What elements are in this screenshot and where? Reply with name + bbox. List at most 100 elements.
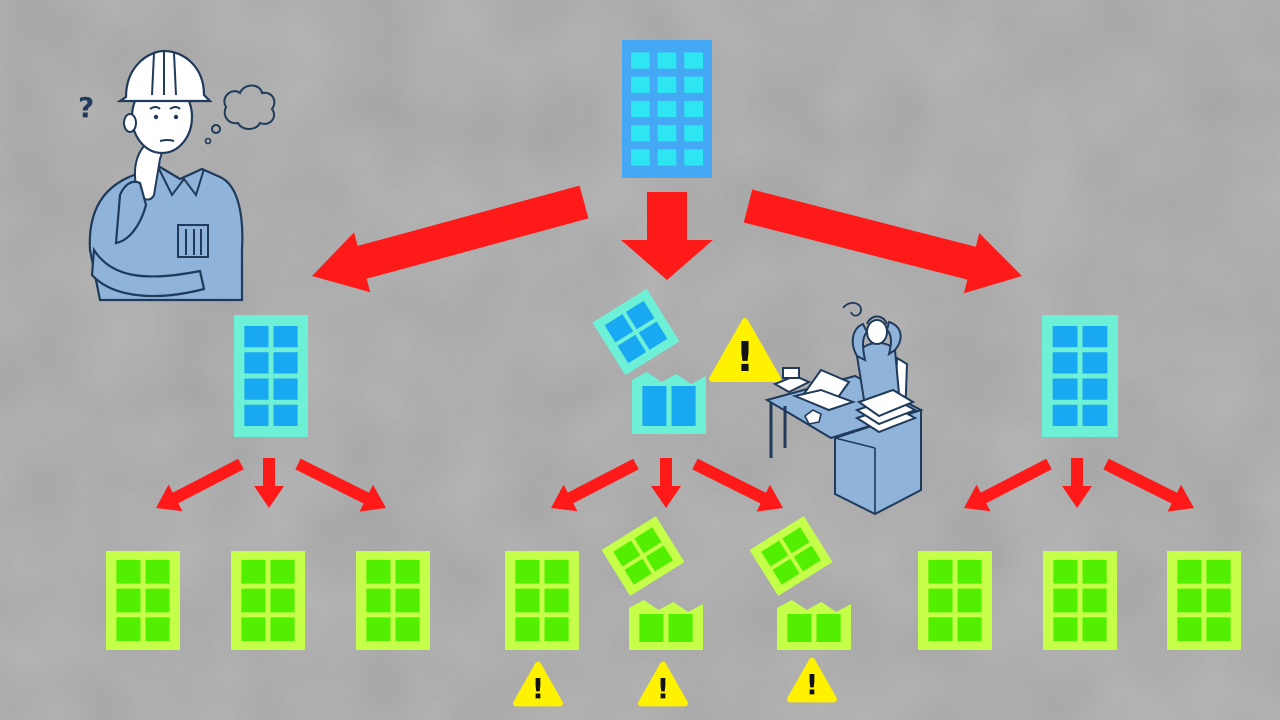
- building-window: [657, 76, 677, 93]
- building-window: [1206, 617, 1231, 642]
- building-window: [638, 321, 668, 350]
- building-window: [116, 559, 141, 584]
- worker-collar: [157, 166, 205, 198]
- building-window: [270, 559, 295, 584]
- building-window: [1082, 378, 1108, 400]
- building-window: [244, 378, 269, 400]
- arrow-mid-center-to-leaf-4: [551, 458, 639, 512]
- building-window: [928, 617, 953, 642]
- building-leaf-4: [505, 551, 579, 650]
- building-window: [273, 325, 298, 348]
- arrow-root-to-mid-center: [621, 192, 713, 280]
- building-window: [366, 617, 391, 642]
- broken-building-top: [601, 516, 685, 596]
- building-window: [1177, 559, 1202, 584]
- building-leaf-1: [106, 551, 180, 650]
- building-window: [684, 76, 703, 93]
- building-window: [657, 100, 677, 118]
- building-window: [928, 588, 953, 613]
- building-window: [761, 540, 789, 567]
- question-mark-icon: ?: [78, 91, 94, 124]
- building-window: [544, 559, 569, 584]
- building-window: [1053, 559, 1078, 584]
- building-window: [366, 588, 391, 613]
- warning-exclamation: !: [736, 333, 755, 381]
- building-window: [671, 386, 696, 426]
- worker-arm: [90, 246, 206, 298]
- building-window: [631, 76, 650, 93]
- building-window: [957, 617, 982, 642]
- building-leaf-2: [231, 551, 305, 650]
- arrow-mid-left-to-leaf-3: [295, 458, 386, 512]
- building-window: [241, 588, 266, 613]
- warning-triangle-icon-mid-center: !: [709, 317, 781, 383]
- building-window: [684, 149, 703, 166]
- building-window: [515, 559, 540, 584]
- building-window: [244, 325, 269, 348]
- arrow-mid-right-to-leaf-8: [1062, 458, 1092, 508]
- building-window: [639, 614, 664, 642]
- worker-pocket: [177, 224, 209, 258]
- building-window: [604, 314, 634, 343]
- building-window: [395, 617, 420, 642]
- building-window: [657, 125, 677, 142]
- building-window: [631, 52, 650, 69]
- building-leaf-3: [356, 551, 430, 650]
- stressed-office-worker-icon: [764, 302, 924, 516]
- building-window: [270, 588, 295, 613]
- building-window: [395, 559, 420, 584]
- arrow-root-to-mid-left: [312, 185, 589, 293]
- building-window: [816, 614, 841, 642]
- building-window: [544, 588, 569, 613]
- arrows-layer: [156, 185, 1194, 512]
- building-window: [1177, 617, 1202, 642]
- buildings-layer: [106, 40, 1241, 650]
- building-window: [116, 588, 141, 613]
- building-window: [1053, 588, 1078, 613]
- building-window: [1082, 352, 1108, 374]
- building-window: [116, 617, 141, 642]
- building-window: [684, 52, 703, 69]
- building-window: [273, 378, 298, 400]
- building-window: [145, 559, 170, 584]
- building-window: [1053, 617, 1078, 642]
- building-window: [1052, 404, 1078, 427]
- broken-building-top: [592, 288, 680, 376]
- building-window: [1082, 404, 1108, 427]
- building-window: [787, 614, 812, 642]
- building-leaf-8: [1043, 551, 1117, 650]
- building-window: [793, 545, 821, 572]
- building-window: [241, 559, 266, 584]
- building-window: [617, 334, 647, 364]
- worker-raised-arm: [114, 180, 148, 245]
- building-leaf-9: [1167, 551, 1241, 650]
- building-window: [1206, 559, 1231, 584]
- building-window: [625, 300, 655, 330]
- building-window: [957, 588, 982, 613]
- building-window: [515, 617, 540, 642]
- building-window: [1082, 325, 1108, 348]
- building-window: [928, 559, 953, 584]
- building-window: [270, 617, 295, 642]
- warning-triangle-icon-leaf-6: !: [787, 657, 837, 703]
- building-window: [366, 559, 391, 584]
- building-window: [395, 588, 420, 613]
- building-window: [1082, 559, 1107, 584]
- building-window: [642, 386, 667, 426]
- building-window: [1206, 588, 1231, 613]
- building-window: [1052, 352, 1078, 374]
- building-window: [657, 52, 677, 69]
- building-window: [244, 404, 269, 427]
- building-window: [1052, 325, 1078, 348]
- office-worker-head: [866, 319, 888, 345]
- building-window: [145, 588, 170, 613]
- building-window: [645, 545, 673, 572]
- building-window: [145, 617, 170, 642]
- building-window: [515, 588, 540, 613]
- building-window: [244, 352, 269, 374]
- thinking-worker-icon: ?: [78, 49, 276, 302]
- building-window: [668, 614, 693, 642]
- building-root: [622, 40, 712, 178]
- building-mid-left: [234, 315, 308, 437]
- warning-triangle-icon-leaf-5: !: [638, 661, 688, 707]
